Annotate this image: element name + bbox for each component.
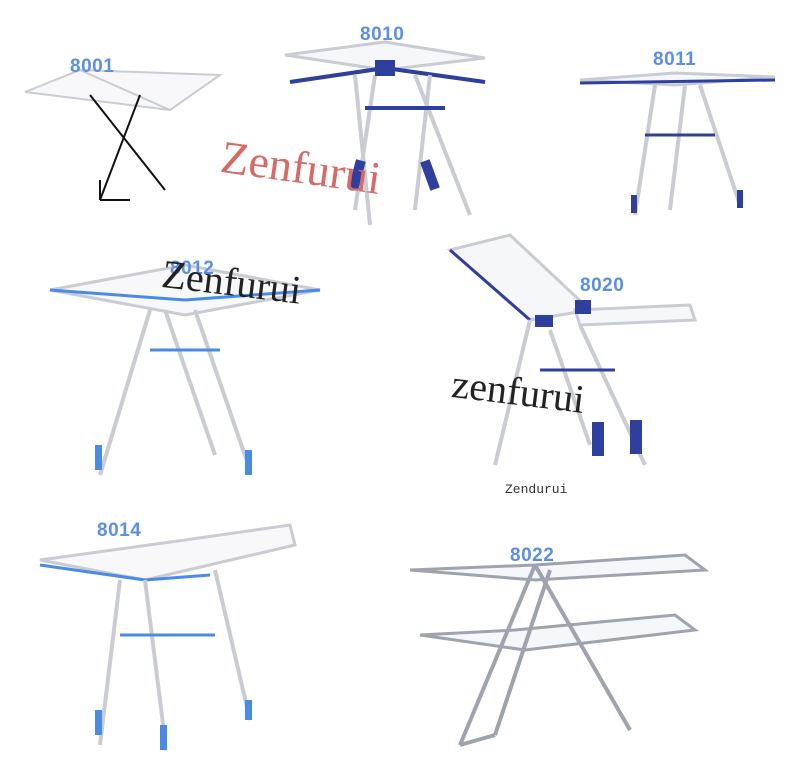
model-label: 8014 <box>97 520 142 541</box>
product-8022: 8022 <box>405 545 715 760</box>
drying-rack-8014-image <box>39 523 297 750</box>
brand-watermark: Zendurui <box>505 482 568 497</box>
drying-rack-8001-image <box>24 68 224 201</box>
drying-rack-8020-image <box>446 233 698 466</box>
product-8020 <box>440 230 700 480</box>
product-8010: 8010 <box>270 20 500 235</box>
drying-rack-8012-image <box>49 263 321 476</box>
product-8011: 8011 <box>575 45 780 220</box>
model-label: 8020 <box>580 275 625 296</box>
model-label: 8010 <box>360 24 405 45</box>
drying-rack-8022-image <box>409 553 710 747</box>
drying-rack-8010-image <box>284 40 486 226</box>
drying-rack-8011-image <box>579 71 776 216</box>
model-label: 8022 <box>510 545 555 566</box>
product-8014: 8014 <box>35 510 300 755</box>
product-8012 <box>35 255 330 480</box>
model-label: 8012 <box>170 258 215 279</box>
model-label: 8001 <box>70 56 115 77</box>
product-8001: 8001 <box>20 40 230 210</box>
model-label: 8011 <box>653 49 697 70</box>
